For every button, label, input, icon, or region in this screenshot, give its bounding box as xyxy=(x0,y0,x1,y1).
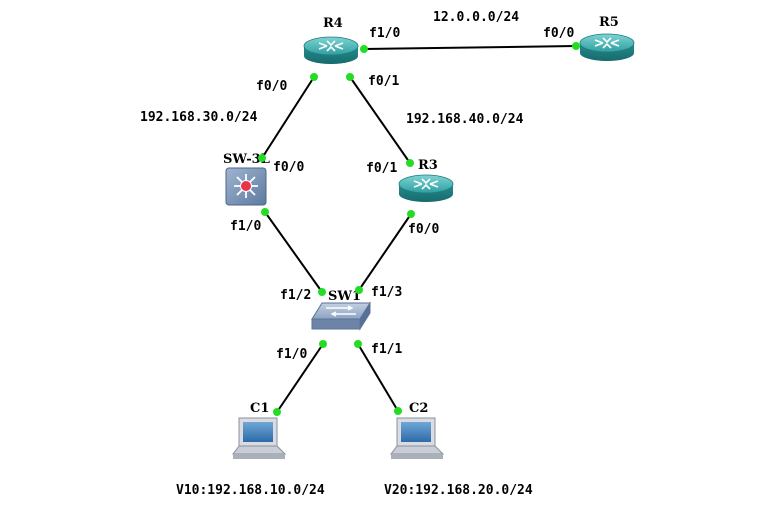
device-label-r4: R4 xyxy=(323,16,343,31)
port-dot xyxy=(258,154,266,162)
switch-sw1[interactable] xyxy=(311,301,371,331)
device-label-sw3l: SW-3L xyxy=(223,152,270,167)
router-r3[interactable] xyxy=(398,174,454,202)
port-dot xyxy=(406,159,414,167)
port-dot xyxy=(318,288,326,296)
port-label: f0/1 xyxy=(366,161,397,176)
link-r4-r3 xyxy=(349,76,411,164)
device-label-r3: R3 xyxy=(418,158,438,173)
port-dot xyxy=(273,408,281,416)
host-c1[interactable] xyxy=(232,417,287,459)
port-label: f1/3 xyxy=(371,285,402,300)
port-label: f1/0 xyxy=(276,347,307,362)
link-r4-r5 xyxy=(363,45,577,50)
port-label: f1/2 xyxy=(280,288,311,303)
link-sw1-c2 xyxy=(357,343,399,412)
router-r5[interactable] xyxy=(579,33,635,61)
network-label: V10:192.168.10.0/24 xyxy=(176,483,325,498)
port-label: f0/0 xyxy=(408,222,439,237)
port-label: f1/0 xyxy=(230,219,261,234)
link-r3-sw1 xyxy=(358,213,412,291)
link-sw1-c1 xyxy=(276,343,324,413)
port-label: f0/0 xyxy=(256,79,287,94)
router-icon xyxy=(579,33,635,61)
device-label-c2: C2 xyxy=(409,401,428,416)
link-r4-sw3 xyxy=(261,76,315,159)
network-label: V20:192.168.20.0/24 xyxy=(384,483,533,498)
router-icon xyxy=(398,174,454,202)
port-label: f1/0 xyxy=(369,26,400,41)
port-label: f0/0 xyxy=(273,160,304,175)
port-dot xyxy=(354,340,362,348)
port-dot xyxy=(319,340,327,348)
port-dot xyxy=(355,286,363,294)
port-label: f0/1 xyxy=(368,74,399,89)
laptop-icon xyxy=(390,417,445,459)
multilayer-switch-icon xyxy=(225,167,267,206)
router-icon xyxy=(303,36,359,64)
network-label: 12.0.0.0/24 xyxy=(433,10,519,25)
port-dot xyxy=(360,45,368,53)
port-dot xyxy=(572,42,580,50)
device-label-sw1: SW1 xyxy=(328,289,361,304)
port-label: f0/0 xyxy=(543,26,574,41)
link-sw3-sw1 xyxy=(264,211,323,293)
switch-sw3l[interactable] xyxy=(225,167,267,206)
device-label-c1: C1 xyxy=(250,401,269,416)
port-label: f1/1 xyxy=(371,342,402,357)
network-label: 192.168.30.0/24 xyxy=(140,110,258,125)
port-dot xyxy=(261,208,269,216)
port-dot xyxy=(346,73,354,81)
laptop-icon xyxy=(232,417,287,459)
router-r4[interactable] xyxy=(303,36,359,64)
host-c2[interactable] xyxy=(390,417,445,459)
port-dot xyxy=(407,210,415,218)
device-label-r5: R5 xyxy=(599,15,619,30)
network-label: 192.168.40.0/24 xyxy=(406,112,524,127)
switch-icon xyxy=(311,301,371,331)
port-dot xyxy=(310,73,318,81)
port-dot xyxy=(394,407,402,415)
